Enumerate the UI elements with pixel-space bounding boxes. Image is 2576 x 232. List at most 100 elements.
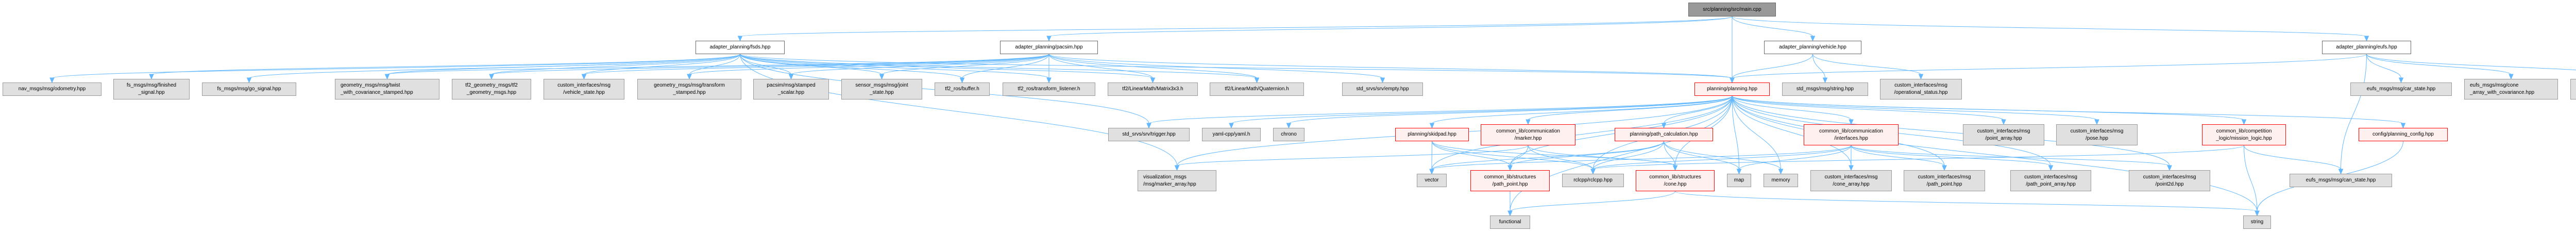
node-rclcpp[interactable]: rclcpp/rclcpp.hpp: [1562, 174, 1624, 187]
node-cone-array[interactable]: custom_interfaces/msg /cone_array.hpp: [1810, 170, 1892, 191]
node-label: common_lib/communication /marker.hpp: [1496, 128, 1560, 141]
edge-eufs-to-planning: [1732, 54, 2367, 79]
node-odometry[interactable]: nav_msgs/msg/odometry.hpp: [3, 82, 101, 96]
node-label: std_srvs/srv/empty.hpp: [1356, 86, 1409, 92]
edge-main-to-fsds: [740, 16, 1733, 37]
edge-arrowhead-icon: [1046, 77, 1052, 84]
node-label: sensor_msgs/msg/joint _state.hpp: [855, 82, 908, 95]
node-cone-cov[interactable]: eufs_msgs/msg/cone _array_with_covarianc…: [2464, 79, 2558, 100]
node-vector[interactable]: vector: [1417, 174, 1447, 187]
node-listener[interactable]: tf2_ros/transform_listener.h: [1003, 82, 1095, 96]
node-label: common_lib/communication /interfaces.hpp: [1819, 128, 1883, 141]
edge-arrowhead-icon: [2509, 74, 2514, 80]
node-label: std_srvs/srv/trigger.hpp: [1122, 131, 1176, 137]
node-fsds[interactable]: adapter_planning/fsds.hpp: [696, 41, 785, 54]
node-vehicle-state[interactable]: custom_interfaces/msg /vehicle_state.hpp: [544, 79, 624, 100]
node-can-state[interactable]: eufs_msgs/msg/can_state.hpp: [2290, 174, 2392, 187]
node-label: planning/skidpad.hpp: [1408, 131, 1456, 137]
edge-arrowhead-icon: [788, 74, 794, 80]
node-twist[interactable]: geometry_msgs/msg/twist _with_covariance…: [335, 79, 439, 100]
node-finished[interactable]: fs_msgs/msg/finished _signal.hpp: [113, 79, 190, 100]
edge-arrowhead-icon: [2400, 123, 2406, 129]
node-yaml[interactable]: yaml-cpp/yaml.h: [1202, 128, 1261, 141]
node-transform-stamped[interactable]: geometry_msgs/msg/transform _stamped.hpp: [637, 79, 741, 100]
edge-main-to-vehicle: [1732, 16, 1813, 37]
node-planning[interactable]: planning/planning.hpp: [1694, 82, 1770, 96]
node-functional[interactable]: functional: [1490, 216, 1530, 229]
edge-planning-to-yaml: [1231, 95, 1733, 124]
node-marker-array[interactable]: visualization_msgs /msg/marker_array.hpp: [1138, 170, 1216, 191]
node-buffer[interactable]: tf2_ros/buffer.h: [935, 82, 990, 96]
node-set-can[interactable]: eufs_msgs/srv/set_can _state.hpp: [2570, 79, 2576, 100]
edge-arrowhead-icon: [737, 36, 743, 42]
edge-eufs-to-set_can: [2366, 54, 2576, 71]
edge-fsds-to-finished: [151, 54, 740, 75]
edge-arrowhead-icon: [581, 74, 587, 80]
node-op-status[interactable]: custom_interfaces/msg /operational_statu…: [1880, 79, 1962, 100]
node-label: adapter_planning/fsds.hpp: [709, 44, 771, 50]
node-label: custom_interfaces/msg /operational_statu…: [1894, 82, 1948, 95]
node-string-msg[interactable]: std_msgs/msg/string.hpp: [1782, 82, 1868, 96]
edge-fsds-to-matrix: [740, 54, 1153, 79]
node-quaternion[interactable]: tf2/LinearMath/Quaternion.h: [1210, 82, 1304, 96]
node-planning-config[interactable]: config/planning_config.hpp: [2359, 128, 2448, 141]
node-label: custom_interfaces/msg /path_point_array.…: [2024, 174, 2077, 187]
node-pacsim[interactable]: adapter_planning/pacsim.hpp: [1000, 41, 1098, 54]
node-chrono[interactable]: chrono: [1273, 128, 1304, 141]
edge-pacsim-to-transform_stamped: [689, 54, 1049, 75]
node-vehicle[interactable]: adapter_planning/vehicle.hpp: [1764, 41, 1861, 54]
edge-arrowhead-icon: [49, 77, 55, 84]
edge-main-to-pacsim: [1048, 16, 1733, 37]
edge-fsds-to-planning: [740, 54, 1733, 79]
edge-pacsim-to-vehicle_state: [584, 54, 1049, 75]
edge-planning-to-cone_array: [1732, 95, 1852, 167]
edge-fsds-to-twist: [387, 54, 740, 75]
node-mission[interactable]: common_lib/competition _logic/mission_lo…: [2202, 124, 2286, 145]
node-label: src/planning/src/main.cpp: [1703, 6, 1761, 12]
node-eufs[interactable]: adapter_planning/eufs.hpp: [2322, 41, 2411, 54]
node-label: memory: [1771, 177, 1790, 183]
node-main[interactable]: src/planning/src/main.cpp: [1688, 3, 1776, 16]
node-string[interactable]: string: [2243, 216, 2271, 229]
node-interfaces[interactable]: common_lib/communication /interfaces.hpp: [1804, 124, 1899, 145]
node-label: adapter_planning/eufs.hpp: [2336, 44, 2397, 50]
edge-arrowhead-icon: [1229, 123, 1234, 129]
node-path-point-array[interactable]: custom_interfaces/msg /path_point_array.…: [2010, 170, 2091, 191]
node-stamped-scalar[interactable]: pacsim/msg/stamped _scalar.hpp: [753, 79, 829, 100]
edge-fsds-to-odometry: [52, 54, 740, 79]
node-label: geometry_msgs/msg/twist _with_covariance…: [341, 82, 413, 95]
node-point2d[interactable]: custom_interfaces/msg /point2d.hpp: [2129, 170, 2210, 191]
node-path-calc[interactable]: planning/path_calculation.hpp: [1615, 128, 1713, 141]
node-memory[interactable]: memory: [1764, 174, 1798, 187]
node-label: tf2/LinearMath/Quaternion.h: [1225, 86, 1289, 92]
node-cone[interactable]: common_lib/structures /cone.hpp: [1636, 170, 1715, 191]
node-car-state[interactable]: eufs_msgs/msg/car_state.hpp: [2350, 82, 2452, 96]
edge-main-to-eufs: [1732, 16, 2367, 37]
node-pose[interactable]: custom_interfaces/msg /pose.hpp: [2056, 124, 2138, 145]
edge-arrowhead-icon: [687, 74, 692, 80]
node-tf2gm[interactable]: tf2_geometry_msgs/tf2 _geometry_msgs.hpp: [452, 79, 531, 100]
node-joint-state[interactable]: sensor_msgs/msg/joint _state.hpp: [841, 79, 922, 100]
edge-interfaces-to-point2d: [1851, 145, 2170, 167]
node-skidpad[interactable]: planning/skidpad.hpp: [1395, 128, 1469, 141]
edge-eufs-to-can_state: [2341, 54, 2367, 170]
edge-interfaces-to-path_point_ci: [1851, 145, 1945, 167]
edge-interfaces-to-rclcpp: [1592, 145, 1852, 170]
edge-arrowhead-icon: [1590, 169, 1596, 175]
edge-arrowhead-icon: [149, 74, 154, 80]
node-label: custom_interfaces/msg /point2d.hpp: [2143, 174, 2196, 187]
node-point-array[interactable]: custom_interfaces/msg /point_array.hpp: [1963, 124, 2044, 145]
node-empty[interactable]: std_srvs/srv/empty.hpp: [1342, 82, 1423, 96]
node-map[interactable]: map: [1727, 174, 1751, 187]
edge-interfaces-to-map: [1739, 145, 1852, 170]
node-trigger[interactable]: std_srvs/srv/trigger.hpp: [1108, 128, 1190, 141]
node-marker[interactable]: common_lib/communication /marker.hpp: [1481, 124, 1575, 145]
node-matrix[interactable]: tf2/LinearMath/Matrix3x3.h: [1108, 82, 1198, 96]
node-path-point-ci[interactable]: custom_interfaces/msg /path_point.hpp: [1904, 170, 1985, 191]
node-path-point-cl[interactable]: common_lib/structures /path_point.hpp: [1470, 170, 1550, 191]
edge-path_calc-to-memory: [1664, 141, 1781, 170]
node-label: tf2_ros/transform_listener.h: [1018, 86, 1080, 92]
node-go-signal[interactable]: fs_msgs/msg/go_signal.hpp: [202, 82, 296, 96]
edge-fsds-to-vehicle_state: [584, 54, 740, 75]
